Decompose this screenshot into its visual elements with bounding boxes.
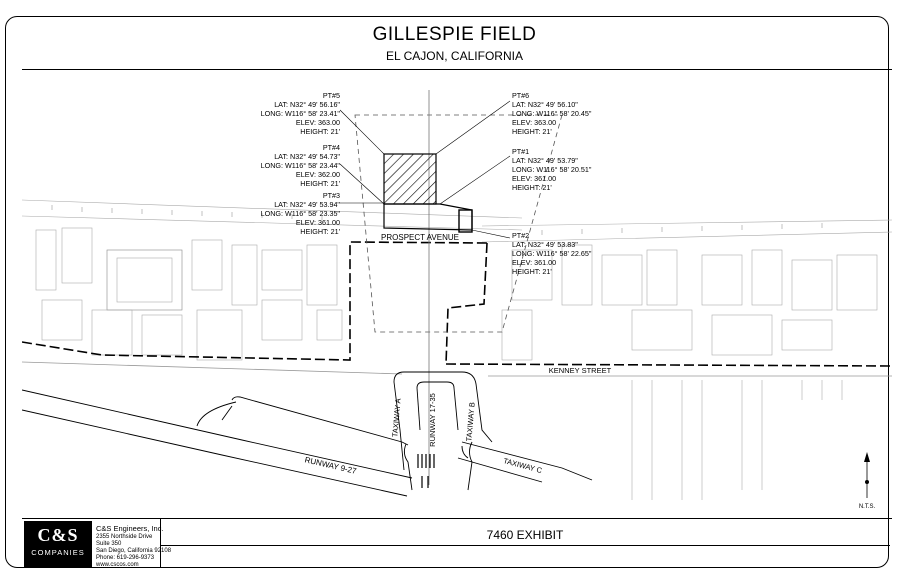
svg-text:LONG: W116° 58' 22.65": LONG: W116° 58' 22.65" — [512, 249, 592, 258]
pt2-annotation: PT#2 LAT: N32° 49' 53.83" LONG: W116° 58… — [512, 231, 592, 276]
svg-text:LONG: W116° 58' 23.35": LONG: W116° 58' 23.35" — [261, 209, 341, 218]
north-arrow-icon — [864, 452, 870, 498]
runway-1735-label: RUNWAY 17-35 — [428, 393, 437, 447]
property-boundary — [22, 241, 892, 367]
small-structure — [458, 209, 473, 233]
taxiway-a-label: TAXIWAY A — [390, 398, 402, 438]
pt5-annotation: PT#5 LAT: N32° 49' 56.16" LONG: W116° 58… — [261, 91, 341, 136]
kenney-street-label: KENNEY STREET — [549, 366, 612, 375]
svg-text:LAT: N32° 49' 56.10": LAT: N32° 49' 56.10" — [512, 100, 578, 109]
svg-text:LONG: W116° 58' 23.41": LONG: W116° 58' 23.41" — [261, 109, 341, 118]
svg-text:LAT: N32° 49' 53.79": LAT: N32° 49' 53.79" — [512, 156, 578, 165]
svg-text:PT#4: PT#4 — [323, 143, 340, 152]
svg-text:HEIGHT: 21': HEIGHT: 21' — [512, 127, 552, 136]
svg-text:ELEV: 362.00: ELEV: 362.00 — [296, 170, 340, 179]
svg-text:HEIGHT: 21': HEIGHT: 21' — [300, 127, 340, 136]
svg-text:LAT: N32° 49' 54.73": LAT: N32° 49' 54.73" — [274, 152, 340, 161]
airfield-pavement — [22, 371, 593, 497]
svg-text:PT#1: PT#1 — [512, 147, 529, 156]
company-info: C&S Engineers, Inc. 2355 Northside Drive… — [96, 524, 171, 569]
svg-text:ELEV: 363.00: ELEV: 363.00 — [296, 118, 340, 127]
svg-text:LONG: W116° 58' 20.51": LONG: W116° 58' 20.51" — [512, 165, 592, 174]
logo-subtext: COMPANIES — [31, 548, 85, 557]
proposed-structure — [383, 153, 437, 205]
svg-text:LAT: N32° 49' 56.16": LAT: N32° 49' 56.16" — [274, 100, 340, 109]
svg-text:PT#2: PT#2 — [512, 231, 529, 240]
svg-text:LONG: W116° 58' 20.45": LONG: W116° 58' 20.45" — [512, 109, 592, 118]
runway-markings — [417, 454, 435, 488]
svg-text:PT#5: PT#5 — [323, 91, 340, 100]
nts-label: N.T.S. — [859, 504, 876, 510]
address-line: www.cscos.com — [96, 562, 139, 568]
runway-927-label: RUNWAY 9-27 — [304, 455, 358, 476]
svg-text:HEIGHT: 21': HEIGHT: 21' — [512, 267, 552, 276]
address-line: Phone: 619-296-9373 — [96, 555, 155, 561]
footer-divider — [22, 518, 892, 519]
leader-lines — [339, 100, 511, 239]
svg-text:LONG: W116° 58' 23.44": LONG: W116° 58' 23.44" — [261, 161, 341, 170]
exhibit-title: 7460 EXHIBIT — [486, 528, 564, 542]
svg-text:LAT: N32° 49' 53.94": LAT: N32° 49' 53.94" — [274, 200, 340, 209]
svg-text:HEIGHT: 21': HEIGHT: 21' — [512, 183, 552, 192]
address-line: Suite 350 — [96, 541, 122, 547]
approach-surface — [354, 114, 563, 333]
pt4-annotation: PT#4 LAT: N32° 49' 54.73" LONG: W116° 58… — [261, 143, 341, 188]
svg-text:PT#6: PT#6 — [512, 91, 529, 100]
pt3-annotation: PT#3 LAT: N32° 49' 53.94" LONG: W116° 58… — [261, 191, 341, 236]
svg-text:ELEV: 363.00: ELEV: 363.00 — [512, 118, 556, 127]
prospect-avenue-label: PROSPECT AVENUE — [381, 233, 459, 242]
svg-text:ELEV: 361.00: ELEV: 361.00 — [296, 218, 340, 227]
site-map: PT#5 LAT: N32° 49' 56.16" LONG: W116° 58… — [22, 90, 892, 510]
address-line: 2355 Northside Drive — [96, 534, 153, 540]
svg-text:PT#3: PT#3 — [323, 191, 340, 200]
exhibit-divider — [160, 545, 890, 546]
page-subtitle: EL CAJON, CALIFORNIA — [386, 49, 523, 63]
cs-companies-logo: C&S COMPANIES — [24, 521, 92, 567]
parcel-lines — [22, 199, 892, 500]
pt1-annotation: PT#1 LAT: N32° 49' 53.79" LONG: W116° 58… — [512, 147, 592, 192]
logo-text: C&S — [37, 525, 79, 545]
footer-separator — [160, 519, 161, 567]
header-divider — [22, 69, 892, 70]
address-line: San Diego, California 92108 — [96, 548, 172, 554]
pt6-annotation: PT#6 LAT: N32° 49' 56.10" LONG: W116° 58… — [512, 91, 592, 136]
road-markings — [51, 205, 823, 235]
svg-text:HEIGHT: 21': HEIGHT: 21' — [300, 227, 340, 236]
page-title: GILLESPIE FIELD — [372, 24, 537, 45]
svg-text:HEIGHT: 21': HEIGHT: 21' — [300, 179, 340, 188]
drawing-border — [5, 16, 889, 568]
svg-text:LAT: N32° 49' 53.83": LAT: N32° 49' 53.83" — [512, 240, 578, 249]
svg-text:ELEV: 361.00: ELEV: 361.00 — [512, 258, 556, 267]
kenney-street-edge-lower — [22, 361, 403, 375]
taxiway-b-label: TAXIWAY B — [464, 402, 476, 442]
svg-text:ELEV: 361.00: ELEV: 361.00 — [512, 174, 556, 183]
company-name: C&S Engineers, Inc. — [96, 524, 164, 533]
